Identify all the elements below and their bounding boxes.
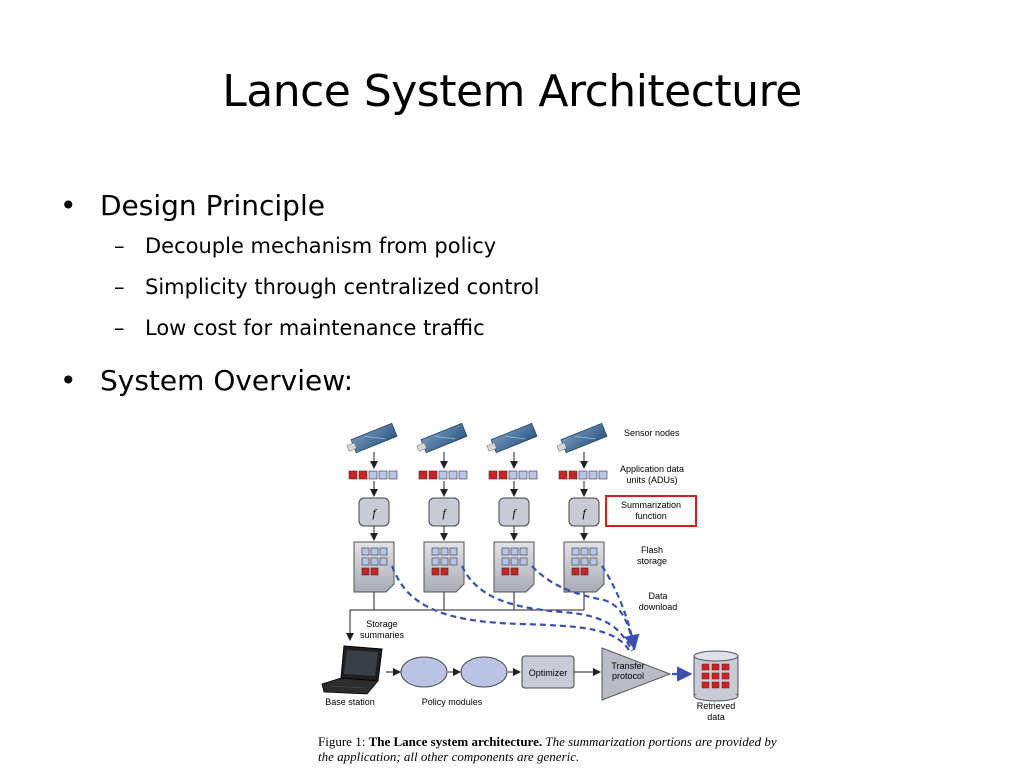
function-box-2: f bbox=[428, 497, 460, 527]
sensor-node-1 bbox=[346, 422, 398, 454]
policy-module-1 bbox=[400, 656, 448, 688]
label-retrieved-1: Retrieved bbox=[697, 701, 736, 711]
optimizer-box: Optimizer bbox=[521, 655, 575, 689]
bullet-glyph: • bbox=[60, 189, 77, 222]
label-base-station: Base station bbox=[325, 697, 375, 707]
architecture-diagram: f f f f bbox=[321, 422, 739, 722]
function-box-3: f bbox=[498, 497, 530, 527]
label-flash-1: Flash bbox=[641, 545, 663, 555]
sub-bullet-text: Low cost for maintenance traffic bbox=[145, 316, 485, 340]
label-download-1: Data bbox=[648, 591, 667, 601]
label-adus-2: units (ADUs) bbox=[626, 475, 677, 485]
sub-bullet: – Simplicity through centralized control bbox=[60, 267, 539, 308]
flash-storage-1 bbox=[353, 541, 395, 593]
sub-bullet-glyph: – bbox=[114, 234, 125, 258]
bullet-glyph: • bbox=[60, 364, 77, 397]
bullet-design-principle: • Design Principle bbox=[60, 186, 539, 226]
svg-text:f: f bbox=[512, 506, 517, 520]
sub-bullet-glyph: – bbox=[114, 275, 125, 299]
svg-text:Optimizer: Optimizer bbox=[529, 668, 568, 678]
laptop-icon bbox=[321, 645, 383, 695]
sub-bullet: – Decouple mechanism from policy bbox=[60, 226, 539, 267]
sub-bullet: – Low cost for maintenance traffic bbox=[60, 308, 539, 349]
flash-storage-3 bbox=[493, 541, 535, 593]
sub-bullet-text: Decouple mechanism from policy bbox=[145, 234, 497, 258]
label-policy-modules: Policy modules bbox=[422, 697, 483, 707]
caption-prefix: Figure 1: bbox=[318, 734, 369, 749]
label-storage-summaries-2: summaries bbox=[360, 630, 405, 640]
transfer-protocol: Transfer protocol bbox=[601, 647, 672, 701]
sensor-node-3 bbox=[486, 422, 538, 454]
summarization-highlight bbox=[605, 495, 697, 527]
bullet-text: System Overview: bbox=[100, 364, 354, 397]
svg-text:f: f bbox=[372, 506, 377, 520]
label-adus-1: Application data bbox=[620, 464, 684, 474]
caption-bold: The Lance system architecture. bbox=[368, 734, 543, 749]
sensor-node-4 bbox=[556, 422, 608, 454]
slide-title: Lance System Architecture bbox=[222, 66, 802, 117]
svg-text:protocol: protocol bbox=[612, 671, 644, 681]
svg-text:f: f bbox=[582, 506, 587, 520]
database-icon bbox=[693, 650, 739, 702]
bullet-system-overview: • System Overview: bbox=[60, 361, 539, 401]
sensor-node-2 bbox=[416, 422, 468, 454]
policy-module-2 bbox=[460, 656, 508, 688]
caption-italic: The summarization portions are provided … bbox=[318, 734, 777, 764]
sub-bullet-text: Simplicity through centralized control bbox=[145, 275, 540, 299]
bullet-list: • Design Principle – Decouple mechanism … bbox=[60, 186, 539, 401]
function-box-4: f bbox=[568, 497, 600, 527]
label-flash-2: storage bbox=[637, 556, 667, 566]
flash-storage-4 bbox=[563, 541, 605, 593]
figure-caption: Figure 1: The Lance system architecture.… bbox=[318, 734, 778, 764]
label-summarization-2: function bbox=[635, 511, 667, 521]
bullet-text: Design Principle bbox=[100, 189, 325, 222]
label-storage-summaries-1: Storage bbox=[366, 619, 398, 629]
adu-strip bbox=[348, 470, 608, 480]
flash-storage-2 bbox=[423, 541, 465, 593]
data-download-paths bbox=[390, 565, 693, 682]
function-box-1: f bbox=[358, 497, 390, 527]
sub-bullet-glyph: – bbox=[114, 316, 125, 340]
svg-text:Transfer: Transfer bbox=[611, 661, 644, 671]
label-retrieved-2: data bbox=[707, 712, 725, 722]
svg-text:f: f bbox=[442, 506, 447, 520]
label-summarization-1: Summarization bbox=[621, 500, 681, 510]
label-download-2: download bbox=[639, 602, 678, 612]
label-sensor-nodes: Sensor nodes bbox=[624, 428, 680, 438]
